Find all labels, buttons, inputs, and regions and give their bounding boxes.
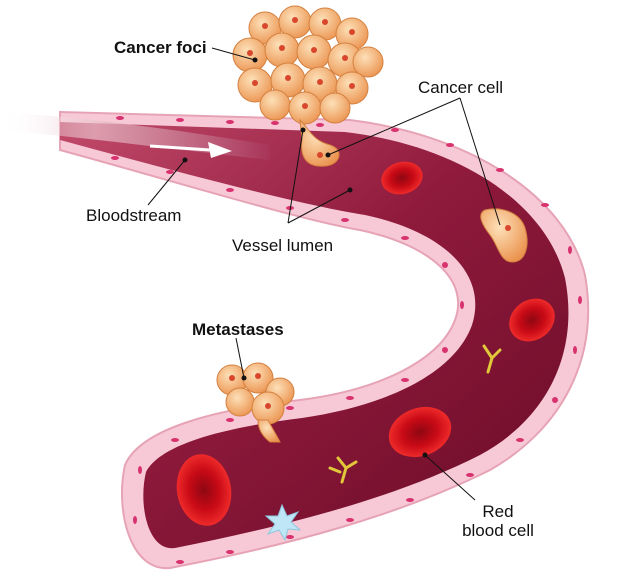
label-metastases: Metastases — [192, 320, 284, 339]
antibody-2 — [328, 456, 358, 484]
label-cancer-cell: Cancer cell — [418, 78, 504, 97]
label-vessel-lumen: Vessel lumen — [232, 236, 334, 255]
cancer-cell-circulating — [480, 208, 528, 263]
metastases-cluster — [216, 362, 295, 443]
leader-red-blood-cell — [424, 454, 476, 501]
vessel-wall-cells — [111, 116, 582, 564]
label-red-blood-cell-line2: blood cell — [462, 521, 534, 540]
leader-dots — [182, 57, 428, 458]
red-blood-cell-2 — [509, 298, 555, 342]
cancer-cell-circulating-nucleus — [505, 225, 511, 231]
cancer-cell-nucleus — [317, 152, 323, 158]
red-blood-cell-1 — [381, 161, 423, 195]
antibody-1 — [482, 344, 502, 374]
leader-cancer-cell-b — [459, 97, 501, 226]
bloodstream-arrow — [149, 144, 211, 152]
red-blood-cell-3 — [388, 406, 452, 458]
platelet — [264, 503, 302, 542]
leader-cancer-foci — [211, 47, 256, 61]
label-bloodstream: Bloodstream — [86, 206, 182, 225]
leader-vessel-lumen-a — [287, 129, 304, 224]
leader-lines — [147, 47, 501, 501]
leader-vessel-lumen-b — [287, 189, 351, 224]
leader-cancer-cell-a — [327, 97, 461, 156]
label-red-blood-cell-line1: Red — [482, 502, 514, 521]
red-blood-cell-4 — [176, 454, 232, 526]
bloodstream-arrow-head — [208, 142, 232, 158]
cancer-foci-cluster — [232, 5, 384, 125]
leader-bloodstream — [147, 159, 186, 206]
label-cancer-foci: Cancer foci — [114, 38, 207, 57]
label-red-blood-cell: Red blood cell — [448, 502, 548, 540]
leader-metastases — [235, 337, 245, 379]
